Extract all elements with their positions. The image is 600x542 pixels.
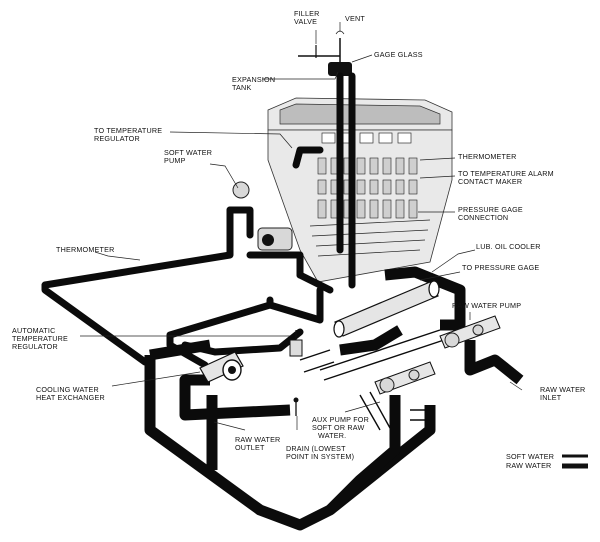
labels: FILLER VALVE VENT GAGE GLASS EXPANSION T… [12,9,585,461]
label-thermometer-left: THERMOMETER [56,245,115,254]
label-auto-temp-regulator-1: AUTOMATIC [12,326,55,335]
label-temp-alarm-1: TO TEMPERATURE ALARM [458,169,554,178]
label-to-temp-regulator-2: REGULATOR [94,134,140,143]
label-raw-water-outlet-1: RAW WATER [235,435,280,444]
label-aux-pump-2: SOFT OR RAW [312,423,365,432]
soft-water-pump [232,181,293,251]
label-aux-pump-3: WATER. [318,431,346,440]
label-heat-exchanger-1: COOLING WATER [36,385,99,394]
label-filler-valve-1: FILLER [294,9,320,18]
label-raw-water-outlet-2: OUTLET [235,443,265,452]
label-to-temp-regulator-1: TO TEMPERATURE [94,126,162,135]
legend-raw-water-label: RAW WATER [506,461,551,470]
label-auto-temp-regulator-3: REGULATOR [12,342,58,351]
label-aux-pump-1: AUX PUMP FOR [312,415,369,424]
label-expansion-tank-2: TANK [232,83,251,92]
raw-water-piping [144,266,524,531]
label-gage-glass: GAGE GLASS [374,50,423,59]
diesel-engine [267,97,453,283]
label-heat-exchanger-2: HEAT EXCHANGER [36,393,105,402]
filler-valve [298,45,340,58]
label-expansion-tank-1: EXPANSION [232,75,275,84]
label-raw-water-inlet-1: RAW WATER [540,385,585,394]
legend: SOFT WATER RAW WATER [506,452,588,470]
label-vent: VENT [345,14,365,23]
label-raw-water-pump: RAW WATER PUMP [452,301,521,310]
label-drain-2: POINT IN SYSTEM) [286,452,354,461]
label-lub-oil-cooler: LUB. OIL COOLER [476,242,541,251]
label-raw-water-inlet-2: INLET [540,393,562,402]
drain-valve [293,397,299,416]
legend-soft-water-label: SOFT WATER [506,452,554,461]
label-auto-temp-regulator-2: TEMPERATURE [12,334,68,343]
label-pressure-gage-connection-2: CONNECTION [458,213,508,222]
automatic-temperature-regulator [289,330,303,357]
label-soft-water-pump-2: PUMP [164,156,186,165]
expansion-tank [328,30,352,76]
aux-pump [374,361,436,395]
label-filler-valve-2: VALVE [294,17,317,26]
label-soft-water-pump-1: SOFT WATER [164,148,212,157]
label-to-pressure-gage: TO PRESSURE GAGE [462,263,539,272]
leader-lines [80,22,523,431]
raw-water-pump [439,315,501,349]
label-drain-1: DRAIN (LOWEST [286,444,346,453]
label-thermometer-upper: THERMOMETER [458,152,517,161]
label-pressure-gage-connection-1: PRESSURE GAGE [458,205,523,214]
cooling-water-heat-exchanger [199,351,244,383]
lub-oil-cooler [333,280,440,338]
raw-water-branch [299,329,445,431]
label-temp-alarm-2: CONTACT MAKER [458,177,522,186]
